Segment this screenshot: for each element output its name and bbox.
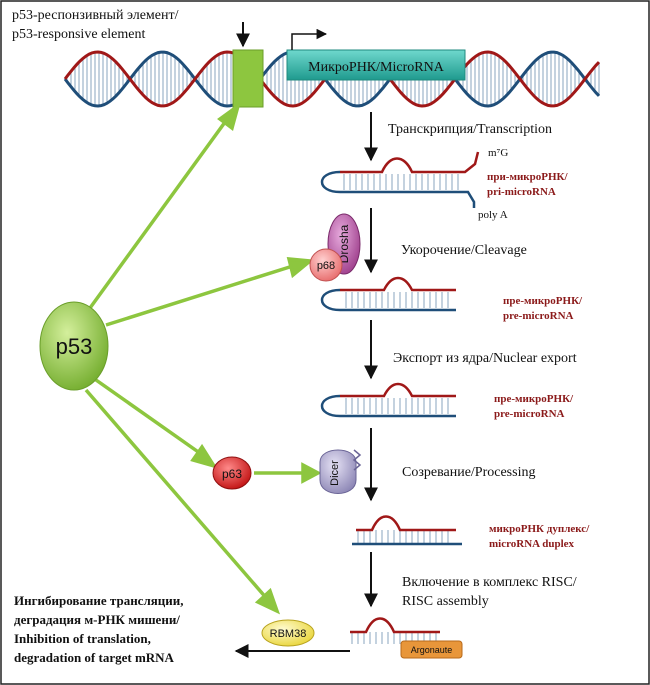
- outcome-line-4: degradation of target mRNA: [14, 650, 175, 665]
- p63-protein: [212, 456, 252, 490]
- outcome-line-3: Inhibition of translation,: [14, 631, 151, 646]
- duplex-label-ru: микроРНК дуплекс/: [489, 523, 590, 535]
- step-cleavage: Укорочение/Cleavage: [401, 243, 527, 258]
- risc-strand: [350, 617, 440, 644]
- dicer-label: Dicer: [329, 460, 341, 486]
- pri-microrna-hairpin: [320, 151, 480, 208]
- microrna-duplex: [352, 515, 462, 546]
- p68-protein: [309, 248, 343, 282]
- duplex-label-en: microRNA duplex: [489, 538, 575, 550]
- microrna-gene-label: МикроРНК/MicroRNA: [308, 60, 445, 75]
- step-risc-assembly-en: RISC assembly: [402, 594, 489, 609]
- rbm38-protein: [261, 619, 315, 647]
- polya-label: poly A: [478, 209, 508, 221]
- pre-microrna-2-label-ru: пре-микроРНК/: [494, 393, 574, 405]
- p63-label: p63: [222, 467, 242, 481]
- step-transcription: Транскрипция/Transcription: [388, 122, 552, 137]
- step-risc-assembly-ru: Включение в комплекс RISC/: [402, 575, 577, 590]
- pre-microrna-2-label-en: pre-microRNA: [494, 408, 565, 420]
- response-element-label-en: p53-responsive element: [12, 27, 145, 42]
- pre-microrna-hairpin-2: [320, 382, 456, 418]
- response-element-label-ru: p53-респонзивный элемент/: [12, 8, 179, 23]
- drosha-label: Drosha: [337, 224, 351, 263]
- pre-microrna-1-label-en: pre-microRNA: [503, 310, 574, 322]
- argonaute-protein: [400, 640, 463, 659]
- cap-label: m⁷G: [488, 147, 508, 159]
- response-element-box: [232, 49, 264, 108]
- pre-microrna-hairpin-1: [320, 276, 456, 312]
- pri-microrna-label-ru: при-микроРНК/: [487, 171, 568, 183]
- step-nuclear-export: Экспорт из ядра/Nuclear export: [393, 351, 577, 366]
- dicer-protein: [319, 449, 357, 494]
- rbm38-label: RBM38: [270, 628, 307, 640]
- outcome-line-1: Ингибирование трансляции,: [14, 593, 184, 608]
- p53-protein: [39, 301, 109, 391]
- dicer-cut-icon: [352, 449, 362, 471]
- outcome-line-2: деградация м-РНК мишени/: [14, 612, 180, 627]
- p53-label: p53: [56, 334, 93, 359]
- pri-microrna-label-en: pri-microRNA: [487, 186, 556, 198]
- microrna-gene-box: [286, 49, 466, 81]
- argonaute-label: Argonaute: [411, 645, 453, 655]
- pre-microrna-1-label-ru: пре-микроРНК/: [503, 295, 583, 307]
- p53-regulation-arrows: [84, 101, 322, 615]
- step-processing: Созревание/Processing: [402, 465, 535, 480]
- transcription-start-arrow: [291, 28, 328, 50]
- p68-label: p68: [317, 260, 335, 272]
